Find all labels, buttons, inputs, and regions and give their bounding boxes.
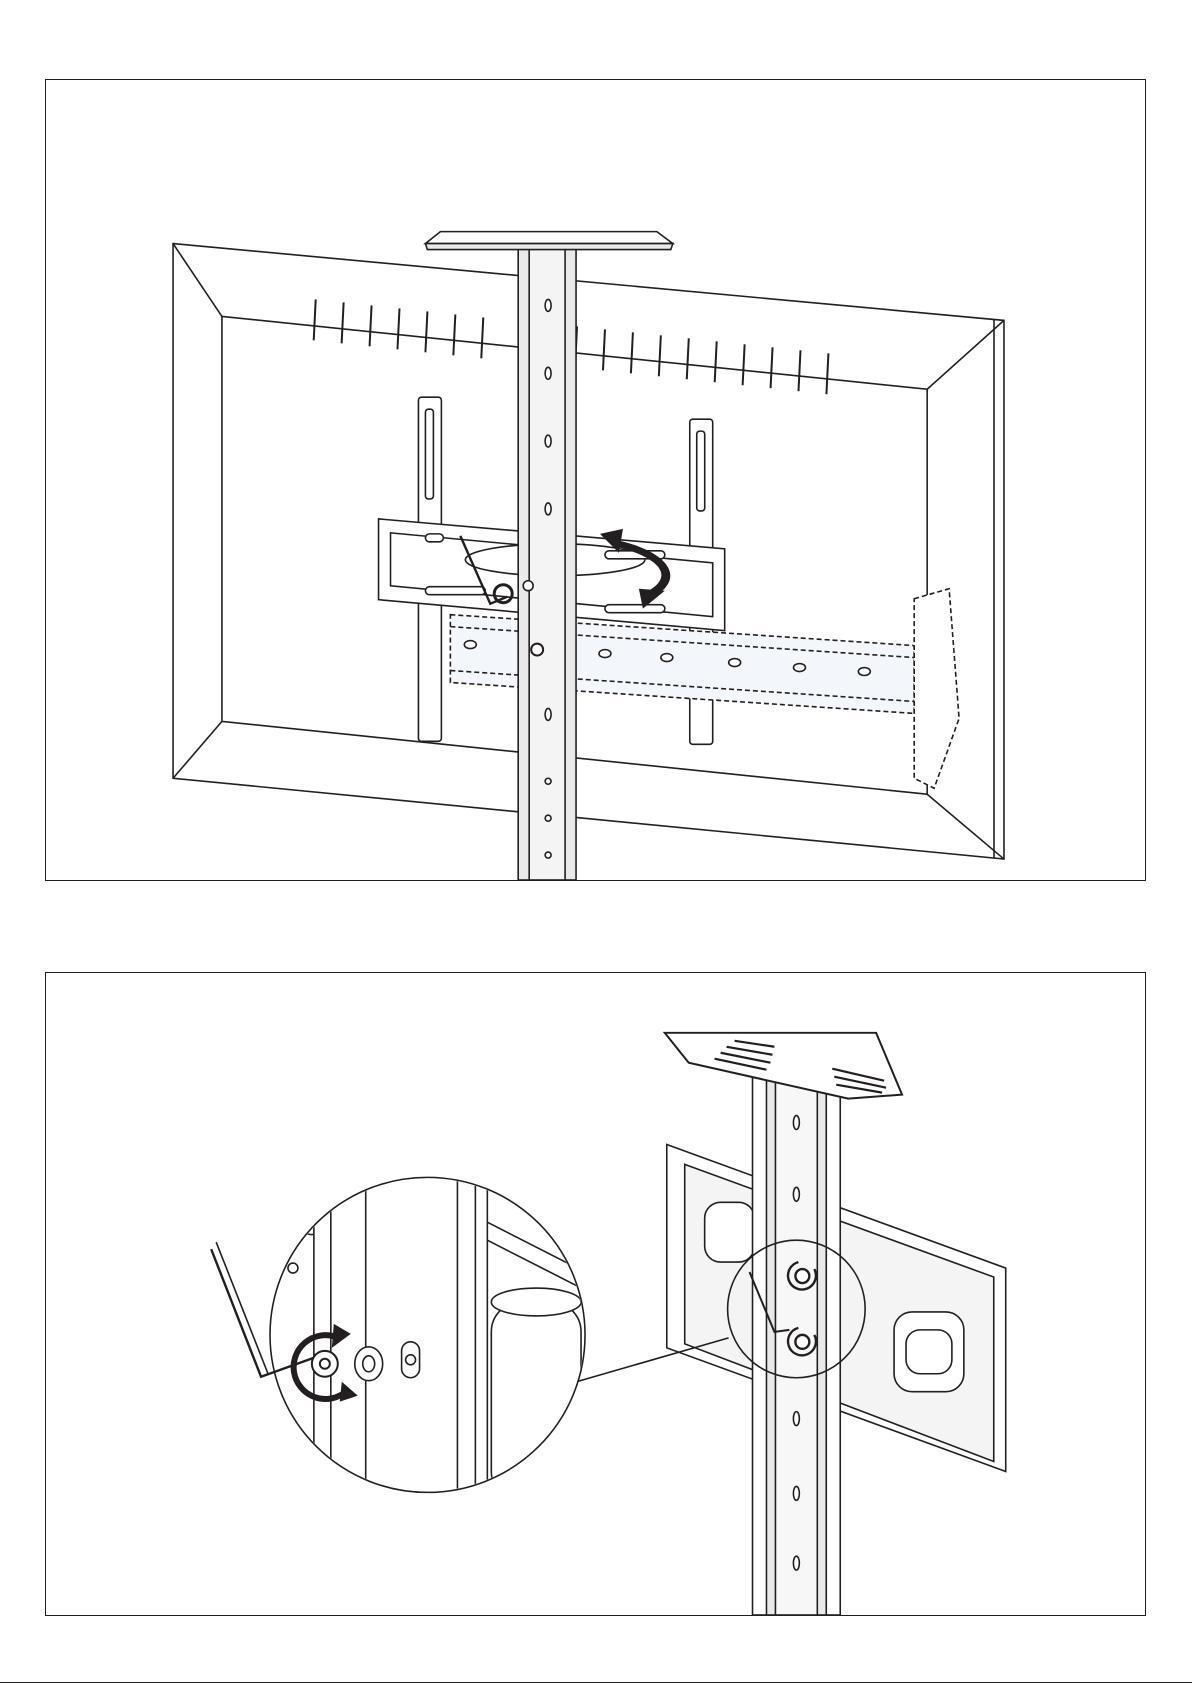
washer [355, 1347, 383, 1381]
column-post [518, 244, 576, 880]
figure-panel-top [45, 79, 1146, 881]
hex-bolt [312, 1351, 338, 1377]
figure-panel-bottom [45, 972, 1146, 1616]
tv-mount-overview-illustration [46, 80, 1145, 880]
hex-bolt [531, 644, 543, 656]
top-shelf [425, 232, 672, 250]
page-footer-rule [0, 1682, 1192, 1683]
column-detail-illustration [46, 973, 1145, 1615]
mounting-slot [402, 1342, 420, 1378]
